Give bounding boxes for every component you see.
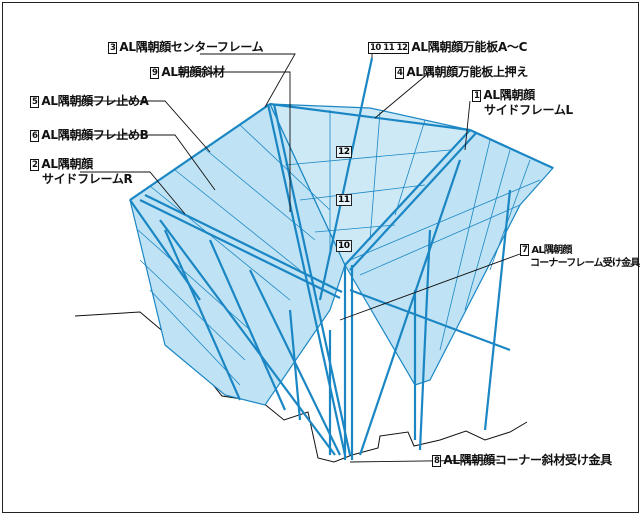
label-fure-a-num: 5 xyxy=(30,96,40,108)
label-kasa-board-num: 10 11 12 xyxy=(368,42,410,54)
label-fure-b-num: 6 xyxy=(30,130,40,142)
label-corner-slant-text: AL隅朝顔コーナー斜材受け金具 xyxy=(443,453,612,467)
label-center-frame-text: AL隅朝顔センターフレーム xyxy=(119,40,264,54)
label-corner-frame-text2: コーナーフレーム受け金具 xyxy=(530,258,640,269)
label-board-holder-num: 4 xyxy=(395,67,405,79)
left-wing-grid xyxy=(137,124,331,386)
label-corner-slant-num: 8 xyxy=(432,455,442,467)
label-corner-frame-text: AL隅朝顔 xyxy=(531,245,572,256)
label-board-holder-text: AL隅朝顔万能板上押え xyxy=(406,65,529,79)
label-side-r-text: AL隅朝顔 xyxy=(41,157,93,171)
panel-10-tag: 10 xyxy=(336,240,352,252)
frame-members xyxy=(129,57,554,460)
leader-lines xyxy=(80,53,521,463)
label-side-l-text2: サイドフレームL xyxy=(484,103,573,117)
label-slant-num: 9 xyxy=(150,67,160,79)
label-fure-b-text: AL隅朝顔フレ止めB xyxy=(41,128,149,142)
label-corner-frame-num: 7 xyxy=(520,244,530,256)
right-wing-grid xyxy=(349,139,541,351)
label-side-l-num: 1 xyxy=(472,90,482,102)
label-fure-a-text: AL隅朝顔フレ止めA xyxy=(41,94,149,108)
panel-12-tag: 12 xyxy=(336,146,352,158)
label-kasa-board-text: AL隅朝顔万能板A～C xyxy=(411,40,528,54)
label-side-r-text2: サイドフレームR xyxy=(42,172,133,186)
label-slant-text: AL朝顔斜材 xyxy=(161,65,225,79)
label-side-l-text: AL隅朝顔 xyxy=(483,88,535,102)
label-center-frame-num: 3 xyxy=(108,42,118,54)
panel-11-tag: 11 xyxy=(336,194,352,206)
label-side-r-num: 2 xyxy=(30,159,40,171)
